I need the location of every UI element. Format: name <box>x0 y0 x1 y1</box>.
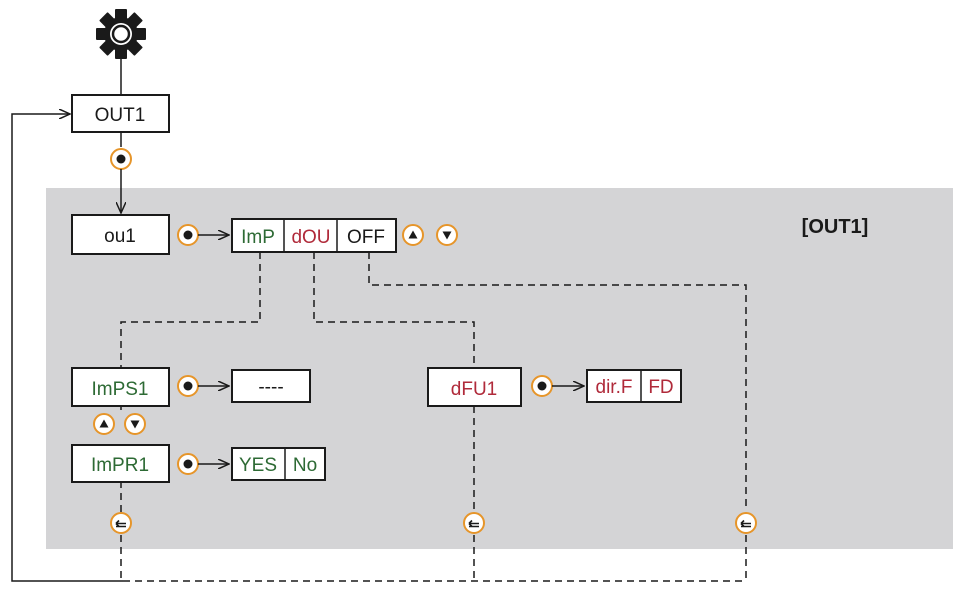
dashed-branches <box>120 252 747 582</box>
menu-out1-label: OUT1 <box>95 105 146 126</box>
down-button-icon[interactable] <box>124 413 146 435</box>
return-button-icon[interactable] <box>110 512 132 534</box>
param-imps1-label: ImPS1 <box>91 379 148 400</box>
enter-button-icon[interactable] <box>177 375 199 397</box>
up-button-icon[interactable] <box>93 413 115 435</box>
option-dou[interactable]: dOU <box>291 227 330 248</box>
menu-out1-box[interactable] <box>71 94 170 133</box>
up-button-icon[interactable] <box>402 224 424 246</box>
param-impr1-box[interactable] <box>71 444 170 483</box>
param-impr1-label: ImPR1 <box>91 455 149 476</box>
dfu1-option-fd[interactable]: FD <box>648 377 673 398</box>
enter-button-icon[interactable] <box>177 224 199 246</box>
impr1-options-box[interactable] <box>231 447 326 481</box>
param-dfu1-label: dFU1 <box>451 379 497 400</box>
impr1-option-no[interactable]: No <box>293 455 317 476</box>
down-button-icon[interactable] <box>436 224 458 246</box>
dfu1-options-box[interactable] <box>586 369 682 403</box>
section-label: [OUT1] <box>802 216 869 238</box>
dfu1-option-dirf[interactable]: dir.F <box>596 377 633 398</box>
option-off[interactable]: OFF <box>347 227 385 248</box>
param-dfu1-box[interactable] <box>427 367 522 407</box>
param-ou1-label: ou1 <box>104 226 136 247</box>
impr1-option-yes[interactable]: YES <box>239 455 277 476</box>
loop-back-line <box>11 114 123 582</box>
return-button-icon[interactable] <box>463 512 485 534</box>
option-imp[interactable]: ImP <box>241 227 275 248</box>
param-ou1-box[interactable] <box>71 214 170 255</box>
imps1-value-box[interactable] <box>231 369 311 403</box>
return-button-icon[interactable] <box>735 512 757 534</box>
gear-icon <box>96 9 146 59</box>
enter-button-icon[interactable] <box>110 148 132 170</box>
enter-button-icon[interactable] <box>531 375 553 397</box>
enter-button-icon[interactable] <box>177 453 199 475</box>
imps1-value: ---- <box>258 377 283 398</box>
param-imps1-box[interactable] <box>71 367 170 407</box>
